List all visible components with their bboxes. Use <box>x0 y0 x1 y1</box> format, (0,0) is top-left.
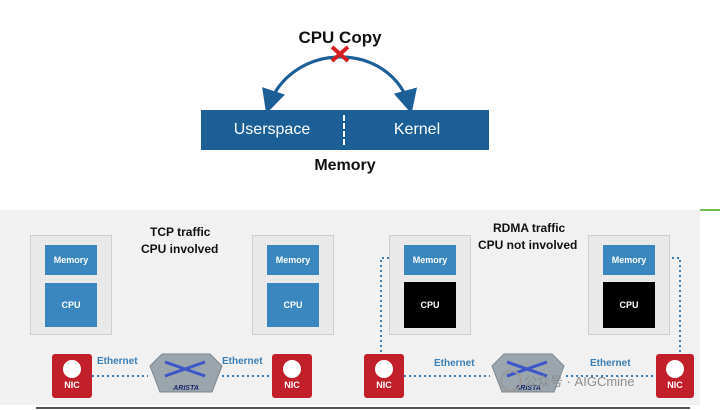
rdma-ethernet-right: Ethernet <box>590 358 631 369</box>
wechat-icon <box>500 370 522 392</box>
tcp-nic-left-label: NIC <box>64 380 80 390</box>
rdma-nic-right-label: NIC <box>667 380 683 390</box>
nic-chip-icon <box>283 360 301 378</box>
nic-chip-icon <box>666 360 684 378</box>
cpu-copy-title: CPU Copy <box>298 28 382 47</box>
rdma-path-left <box>380 257 404 352</box>
rdma-nic-left: NIC <box>364 354 404 398</box>
watermark-text: 公众号 · AIGCmine <box>524 374 635 389</box>
tcp-nic-left: NIC <box>52 354 92 398</box>
rdma-memory-right: Memory <box>603 245 655 275</box>
memory-bar: Userspace Kernel <box>201 110 489 150</box>
rdma-cpu-right: CPU <box>603 282 655 328</box>
tcp-nic-right: NIC <box>272 354 312 398</box>
rdma-memory-left: Memory <box>404 245 456 275</box>
memory-label: Memory <box>314 157 376 174</box>
rdma-host-right: Memory CPU <box>588 235 670 335</box>
tcp-memory-left: Memory <box>45 245 97 275</box>
tcp-cpu-right: CPU <box>267 283 319 327</box>
nic-chip-icon <box>375 360 393 378</box>
userspace-segment: Userspace <box>233 121 311 138</box>
rdma-caption-line1: RDMA traffic <box>493 221 566 235</box>
accent-line <box>700 209 720 211</box>
rdma-host-left: Memory CPU <box>389 235 471 335</box>
tcp-cpu-left: CPU <box>45 283 97 327</box>
rdma-caption-line2: CPU not involved <box>478 238 578 252</box>
rdma-cpu-left: CPU <box>404 282 456 328</box>
diagram-panel <box>0 210 700 405</box>
switch-label-tcp: ARISTA <box>173 385 199 392</box>
tcp-host-right: Memory CPU <box>252 235 334 335</box>
rdma-nic-left-label: NIC <box>376 380 392 390</box>
tcp-host-left: Memory CPU <box>30 235 112 335</box>
tcp-ethernet-right: Ethernet <box>222 356 263 367</box>
rdma-path-right <box>657 257 681 352</box>
kernel-segment: Kernel <box>393 121 441 138</box>
switch-label-rdma: ARISTA <box>515 385 541 392</box>
tcp-caption-line2: CPU involved <box>141 242 219 256</box>
tcp-nic-right-label: NIC <box>284 380 300 390</box>
rdma-ethernet-left: Ethernet <box>434 358 475 369</box>
tcp-caption-line1: TCP traffic <box>150 225 211 239</box>
cross-icon <box>330 45 350 63</box>
tcp-memory-right: Memory <box>267 245 319 275</box>
tcp-ethernet-left: Ethernet <box>97 356 138 367</box>
switch-icon-tcp <box>149 353 223 393</box>
memory-divider <box>343 115 345 145</box>
nic-chip-icon <box>63 360 81 378</box>
rdma-nic-right: NIC <box>656 354 694 398</box>
